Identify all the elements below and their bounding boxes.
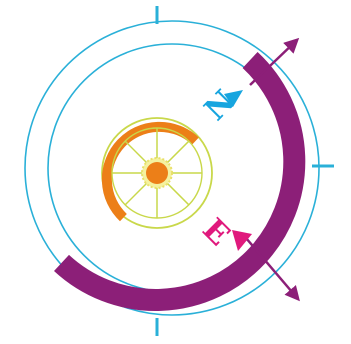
north-label: N bbox=[198, 84, 242, 128]
hub-dot bbox=[146, 162, 168, 184]
wheel-icon bbox=[102, 118, 212, 228]
east-label: E bbox=[195, 212, 236, 253]
north-marker: N bbox=[198, 84, 243, 128]
magenta-band bbox=[62, 60, 295, 300]
east-marker: E bbox=[195, 212, 252, 253]
